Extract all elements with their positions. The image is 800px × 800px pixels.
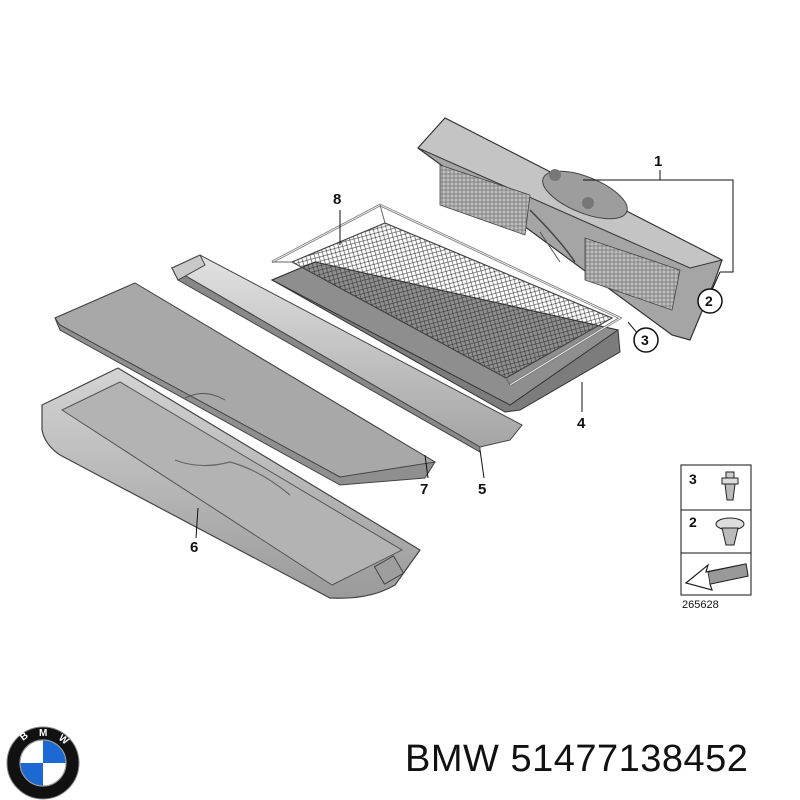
- callout-3-circle: [633, 327, 659, 353]
- part-caption: BMW 51477138452: [405, 738, 795, 788]
- svg-text:M: M: [39, 728, 47, 739]
- callout-1: 1: [654, 153, 662, 170]
- callout-2-circle: [697, 288, 723, 314]
- cargo-net-part-8: [271, 203, 623, 387]
- callout-4: 4: [577, 415, 586, 432]
- rear-trim-panel-part-1: [417, 117, 724, 341]
- bmw-logo-icon: B M W: [6, 726, 80, 800]
- floor-panel-part-7: [54, 282, 437, 486]
- callout-3: 3: [641, 332, 649, 348]
- callout-8: 8: [333, 191, 341, 208]
- direction-arrow-icon: [684, 563, 749, 591]
- callout-2: 2: [705, 293, 713, 309]
- callout-7: 7: [420, 481, 428, 498]
- fastener-legend: 3 2: [680, 464, 752, 596]
- rivet-icon: [721, 471, 739, 501]
- part-number: 51477138452: [510, 738, 749, 780]
- storage-tray-part-6: [41, 367, 421, 599]
- callout-5: 5: [478, 481, 486, 498]
- legend-row-2-number: 2: [689, 514, 697, 530]
- callout-6: 6: [190, 539, 198, 556]
- brand-name: BMW: [405, 738, 500, 780]
- diagram-number: 265628: [682, 599, 719, 611]
- clip-icon: [715, 517, 745, 546]
- legend-row-3-number: 3: [689, 471, 697, 487]
